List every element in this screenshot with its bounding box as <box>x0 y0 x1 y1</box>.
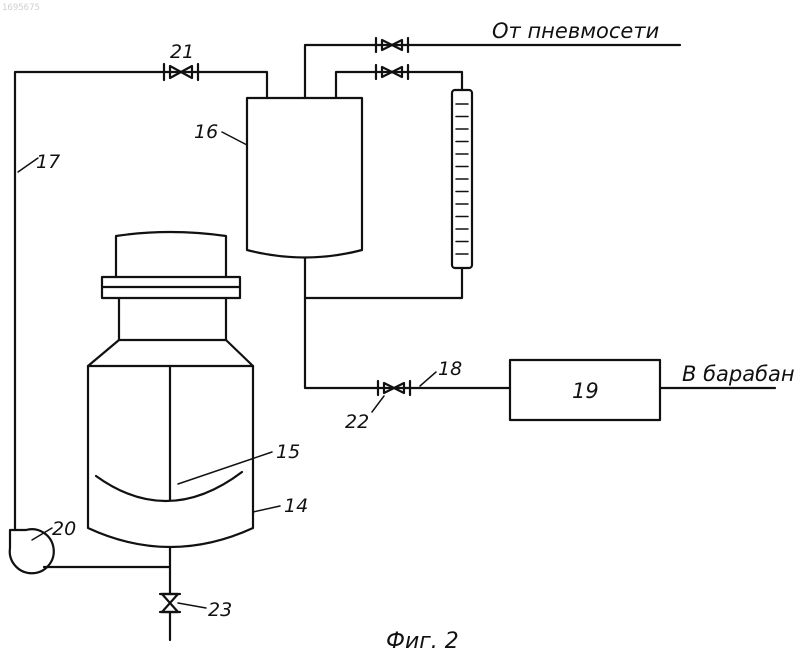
valve-22[interactable] <box>372 381 410 412</box>
leader-18 <box>420 372 436 386</box>
label-19: 19 <box>572 379 599 403</box>
leader-15 <box>178 452 272 484</box>
line-to-tank-16 <box>198 72 267 98</box>
reactor-vessel-14 <box>88 232 280 547</box>
label-23: 23 <box>208 599 232 621</box>
leader-23 <box>178 603 206 608</box>
bottom-outlet <box>160 547 206 640</box>
level-gauge <box>452 90 472 268</box>
reactor-top-cap <box>116 232 226 277</box>
valve-21[interactable] <box>164 64 198 80</box>
label-22: 22 <box>345 411 369 433</box>
leader-16 <box>222 132 247 145</box>
label-14: 14 <box>284 495 308 517</box>
line-pneumo-branch <box>336 72 376 98</box>
tank-16 <box>222 98 362 258</box>
label-17: 17 <box>36 151 60 173</box>
line-tank-outlet <box>305 258 378 388</box>
label-to-drum: В барабан <box>682 362 795 386</box>
line-to-gauge <box>408 72 462 90</box>
reactor-neck <box>119 298 226 340</box>
corner-number: 1695675 <box>2 3 40 13</box>
valve-pneumo-1[interactable] <box>376 38 408 52</box>
label-16: 16 <box>194 121 218 143</box>
label-21: 21 <box>170 41 194 63</box>
leader-17 <box>18 158 38 172</box>
valve-pneumo-2[interactable] <box>376 65 408 79</box>
label-from-pneumo: От пневмосети <box>492 19 659 43</box>
line-gauge-return <box>305 268 462 298</box>
level-gauge-ticks <box>456 104 468 254</box>
tank-16-body <box>247 98 362 258</box>
leader-14 <box>253 506 280 512</box>
line-17 <box>15 72 164 530</box>
figure-caption: Фиг. 2 <box>386 629 459 654</box>
leader-22 <box>372 396 384 412</box>
reactor-shoulder <box>88 340 253 366</box>
label-18: 18 <box>438 358 462 380</box>
label-20: 20 <box>52 518 76 540</box>
valve-23-icon[interactable] <box>162 594 178 612</box>
label-15: 15 <box>276 441 300 463</box>
